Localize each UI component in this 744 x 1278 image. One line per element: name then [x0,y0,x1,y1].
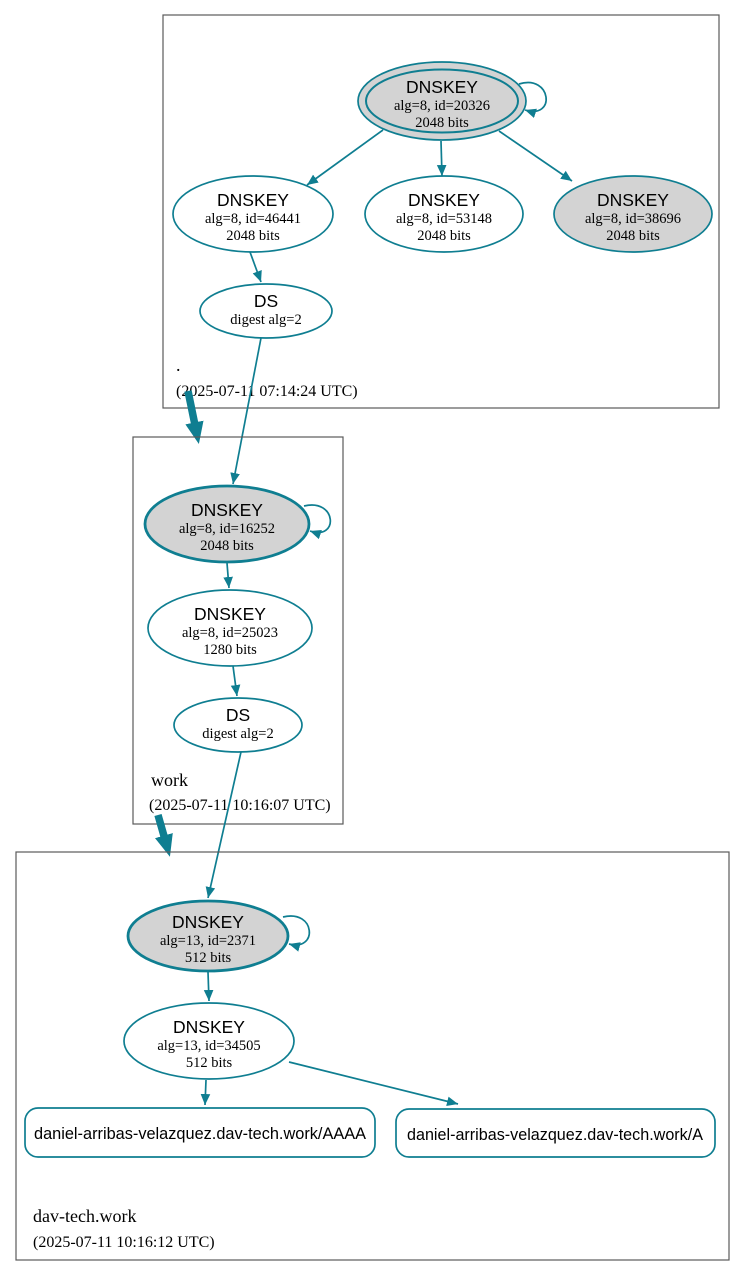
node-dnskey-53148: DNSKEY alg=8, id=53148 2048 bits [364,175,524,253]
dnskey-25023-ellipse [147,589,313,667]
node-detail: alg=13, id=34505 [157,1038,260,1054]
zone-name-dav-tech-work: dav-tech.work [33,1206,136,1226]
edge-2371-to-34505 [203,971,214,1002]
node-title: DS [226,705,250,725]
edge-ds-root-to-16252 [230,337,262,485]
ds-work-ellipse [173,697,303,753]
edge-25023-to-ds [230,665,241,697]
zone-timestamp-work: (2025-07-11 10:16:07 UTC) [149,797,331,814]
node-dnskey-25023: DNSKEY alg=8, id=25023 1280 bits [147,589,313,667]
edge-20326-to-38696 [498,130,573,182]
zone-root: DNSKEY alg=8, id=20326 2048 bits DNSKEY … [162,14,720,409]
dnskey-16252-ellipse [143,484,311,564]
dnskey-46441-ellipse [172,175,334,253]
rrset-a-label: daniel-arribas-velazquez.dav-tech.work/A [407,1125,704,1144]
node-bits: 1280 bits [203,642,257,658]
node-bits: 2048 bits [200,538,254,554]
node-ds-work: DS digest alg=2 [173,697,303,753]
edge-20326-to-53148 [436,140,447,177]
node-title: DNSKEY [217,190,289,210]
rrset-a-rect [395,1108,716,1158]
node-title: DNSKEY [173,1017,245,1037]
zone-dav-tech-work: DNSKEY alg=13, id=2371 512 bits DNSKEY a… [15,851,730,1261]
node-title: DNSKEY [172,912,244,932]
node-detail: alg=8, id=20326 [394,98,490,114]
dnskey-38696-ellipse [553,175,713,253]
node-detail: alg=13, id=2371 [160,933,256,949]
rrset-aaaa-rect [24,1107,376,1158]
node-dnskey-34505: DNSKEY alg=13, id=34505 512 bits [123,1002,295,1080]
node-detail: alg=8, id=25023 [182,625,278,641]
node-title: DS [254,291,278,311]
edge-46441-to-ds [249,251,262,283]
node-bits: 2048 bits [415,115,469,131]
dnskey-20326-outer-ellipse [357,61,527,141]
node-title: DNSKEY [408,190,480,210]
zone-name-root: . [176,355,181,375]
node-dnskey-38696: DNSKEY alg=8, id=38696 2048 bits [553,175,713,253]
node-bits: 512 bits [186,1055,233,1071]
node-detail: alg=8, id=46441 [205,211,301,227]
dnskey-53148-ellipse [364,175,524,253]
node-detail: alg=8, id=38696 [585,211,681,227]
dnskey-34505-ellipse [123,1002,295,1080]
node-ds-root: DS digest alg=2 [199,283,333,339]
edge-20326-self-loop [518,81,547,118]
zone-name-work: work [151,770,188,790]
dnskey-2371-ellipse [126,899,290,973]
edge-16252-self-loop [303,504,332,540]
edge-16252-to-25023 [223,562,233,589]
zone-work: DNSKEY alg=8, id=16252 2048 bits DNSKEY … [132,436,344,825]
node-detail: digest alg=2 [202,726,273,742]
edge-ds-work-to-2371 [205,751,242,899]
node-dnskey-20326: DNSKEY alg=8, id=20326 2048 bits [357,61,527,141]
node-title: DNSKEY [406,77,478,97]
zone-box-dav-tech-work [15,851,730,1261]
node-bits: 512 bits [185,950,232,966]
node-detail: digest alg=2 [230,312,301,328]
delegation-work-to-dav-tech-work [154,813,173,857]
node-detail: alg=8, id=53148 [396,211,492,227]
zone-timestamp-root: (2025-07-11 07:14:24 UTC) [176,383,358,400]
delegation-root-to-work [184,390,204,445]
edge-34505-to-rrset-aaaa [200,1079,211,1106]
ds-root-ellipse [199,283,333,339]
edge-34505-to-rrset-a [288,1061,459,1107]
node-dnskey-46441: DNSKEY alg=8, id=46441 2048 bits [172,175,334,253]
zone-box-work [132,436,344,825]
node-detail: alg=8, id=16252 [179,521,275,537]
dnskey-20326-inner-ellipse [365,68,519,134]
rrset-node-aaaa: daniel-arribas-velazquez.dav-tech.work/A… [24,1107,376,1158]
node-bits: 2048 bits [606,228,660,244]
node-title: DNSKEY [191,500,263,520]
zone-timestamp-dav-tech-work: (2025-07-11 10:16:12 UTC) [33,1234,215,1251]
rrset-node-a: daniel-arribas-velazquez.dav-tech.work/A [395,1108,716,1158]
node-bits: 2048 bits [226,228,280,244]
zone-box-root [162,14,720,409]
node-bits: 2048 bits [417,228,471,244]
node-dnskey-2371: DNSKEY alg=13, id=2371 512 bits [126,899,290,973]
node-title: DNSKEY [597,190,669,210]
rrset-aaaa-label: daniel-arribas-velazquez.dav-tech.work/A… [34,1124,367,1143]
node-title: DNSKEY [194,604,266,624]
edge-20326-to-46441 [306,129,384,186]
node-dnskey-16252: DNSKEY alg=8, id=16252 2048 bits [143,484,311,564]
edge-2371-self-loop [282,915,311,952]
